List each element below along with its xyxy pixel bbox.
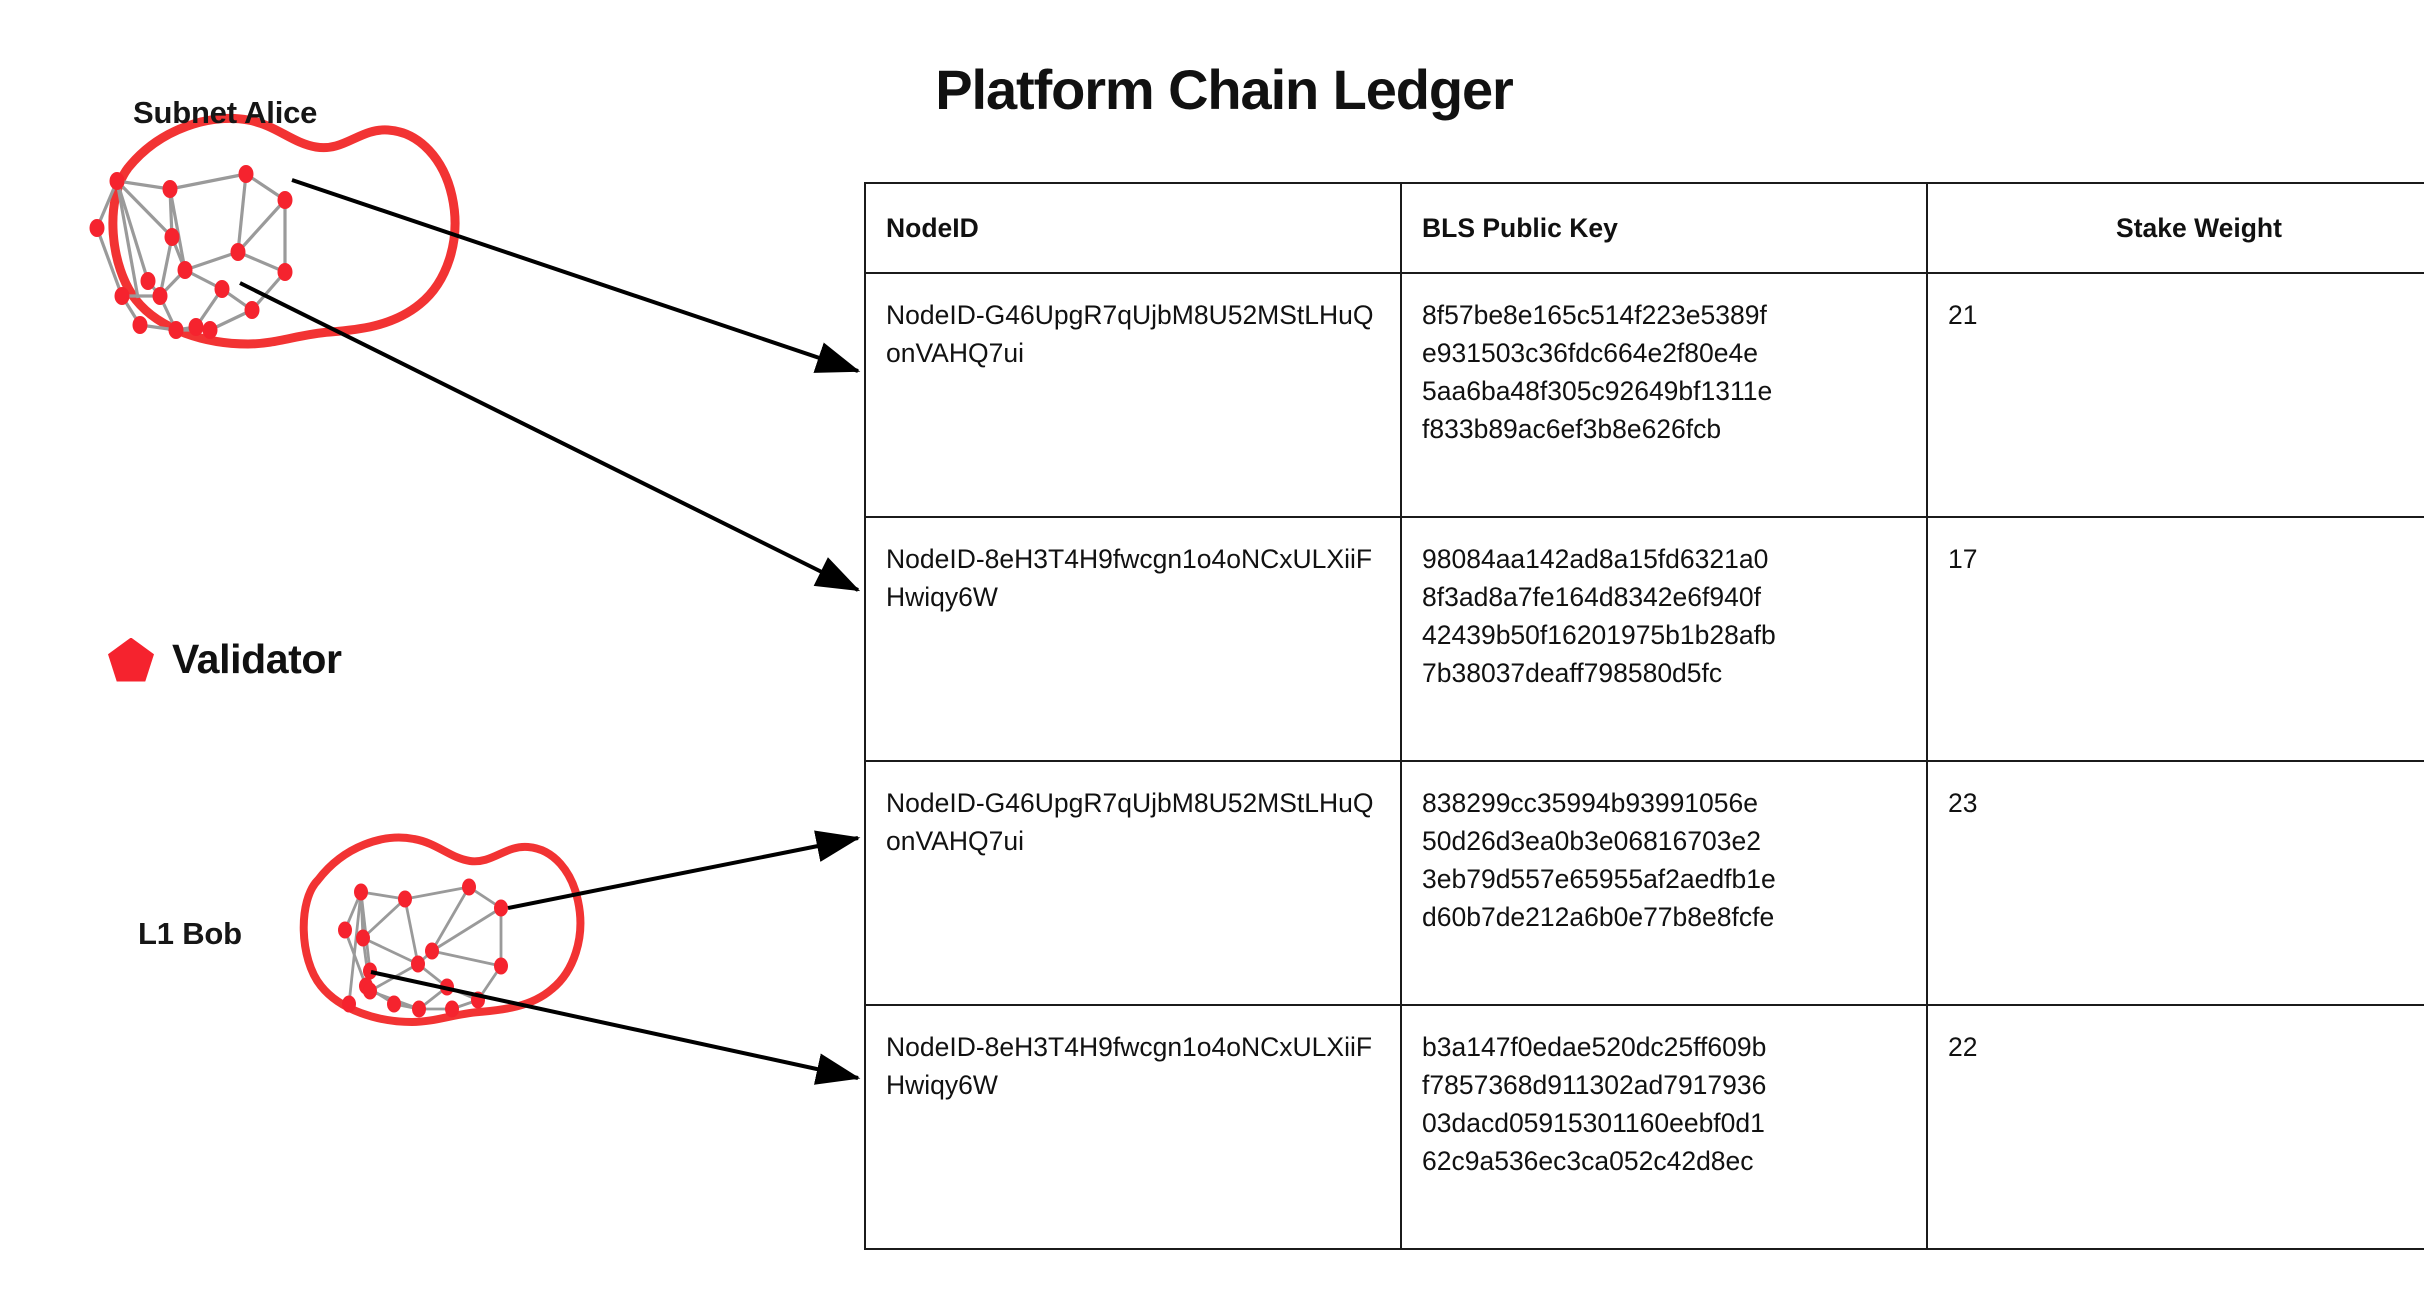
validator-node [214, 280, 230, 298]
validator-node [412, 1000, 426, 1018]
validator-legend: Validator [108, 636, 342, 683]
l1-bob-label: L1 Bob [138, 916, 242, 951]
cell-stake-weight: 22 [1926, 1004, 2424, 1250]
cell-node-id: NodeID-8eH3T4H9fwcgn1o4oNCxULXiiFHwiqy6W [864, 516, 1402, 762]
subnet-alice-validators [89, 165, 293, 339]
validator-node [363, 962, 377, 980]
validator-node [114, 287, 130, 305]
platform-chain-ledger-table: NodeID BLS Public Key Stake Weight NodeI… [864, 182, 2424, 1250]
cell-node-id: NodeID-G46UpgR7qUjbM8U52MStLHuQonVAHQ7ui [864, 272, 1402, 518]
validator-node [89, 219, 105, 237]
validator-node [411, 955, 425, 973]
arrow-subnet-alice-to-row-1 [291, 178, 861, 373]
column-header-bls-public-key: BLS Public Key [1400, 182, 1928, 274]
column-header-node-id: NodeID [864, 182, 1402, 274]
validator-node [164, 228, 180, 246]
cell-bls-public-key: 98084aa142ad8a15fd6321a0 8f3ad8a7fe164d8… [1400, 516, 1928, 762]
cell-node-id: NodeID-8eH3T4H9fwcgn1o4oNCxULXiiFHwiqy6W [864, 1004, 1402, 1250]
validator-node [109, 172, 125, 190]
arrow-subnet-alice-to-row-2 [239, 281, 861, 592]
cell-bls-public-key: 8f57be8e165c514f223e5389f e931503c36fdc6… [1400, 272, 1928, 518]
validator-node [398, 890, 412, 908]
validator-node [132, 316, 148, 334]
validator-node [363, 982, 377, 1000]
cell-bls-public-key: 838299cc35994b93991056e 50d26d3ea0b3e068… [1400, 760, 1928, 1006]
l1-bob-group [299, 833, 585, 1026]
validator-node [238, 165, 254, 183]
validator-node [244, 301, 260, 319]
validator-node [356, 929, 370, 947]
subnet-alice-group [89, 113, 460, 349]
column-header-stake-weight: Stake Weight [1926, 182, 2424, 274]
validator-legend-label: Validator [172, 636, 342, 682]
validator-node [387, 995, 401, 1013]
pentagon-icon [108, 637, 154, 682]
validator-node [152, 287, 168, 305]
cell-node-id: NodeID-G46UpgR7qUjbM8U52MStLHuQonVAHQ7ui [864, 760, 1402, 1006]
validator-node [354, 883, 368, 901]
validator-node [202, 321, 218, 339]
validator-node [277, 191, 293, 209]
subnet-alice-label: Subnet Alice [133, 95, 318, 130]
validator-node [445, 1000, 459, 1018]
validator-node [168, 321, 184, 339]
validator-node [277, 263, 293, 281]
validator-node [162, 180, 178, 198]
arrow-l1-bob-to-row-3 [507, 830, 861, 910]
validator-node [462, 878, 476, 896]
validator-node [494, 957, 508, 975]
cell-bls-public-key: b3a147f0edae520dc25ff609b f7857368d91130… [1400, 1004, 1928, 1250]
table-row: NodeID-G46UpgR7qUjbM8U52MStLHuQonVAHQ7ui… [864, 272, 2424, 518]
validator-node [230, 243, 246, 261]
table-row: NodeID-8eH3T4H9fwcgn1o4oNCxULXiiFHwiqy6W… [864, 1004, 2424, 1250]
cell-stake-weight: 23 [1926, 760, 2424, 1006]
table-row: NodeID-8eH3T4H9fwcgn1o4oNCxULXiiFHwiqy6W… [864, 516, 2424, 762]
cell-stake-weight: 17 [1926, 516, 2424, 762]
validator-node [188, 318, 204, 336]
cell-stake-weight: 21 [1926, 272, 2424, 518]
validator-node [338, 921, 352, 939]
network-diagram [89, 113, 861, 1085]
mapping-arrows [239, 178, 861, 1085]
validator-node [425, 942, 439, 960]
validator-node [140, 272, 156, 290]
validator-node [342, 995, 356, 1013]
validator-node [494, 899, 508, 917]
page-title: Platform Chain Ledger [935, 58, 1514, 121]
table-body: NodeID-G46UpgR7qUjbM8U52MStLHuQonVAHQ7ui… [864, 272, 2424, 1250]
table-header-row: NodeID BLS Public Key Stake Weight [864, 182, 2424, 274]
arrow-l1-bob-to-row-4 [370, 970, 861, 1085]
validator-node [177, 261, 193, 279]
table-row: NodeID-G46UpgR7qUjbM8U52MStLHuQonVAHQ7ui… [864, 760, 2424, 1006]
l1-bob-validators [338, 878, 508, 1018]
